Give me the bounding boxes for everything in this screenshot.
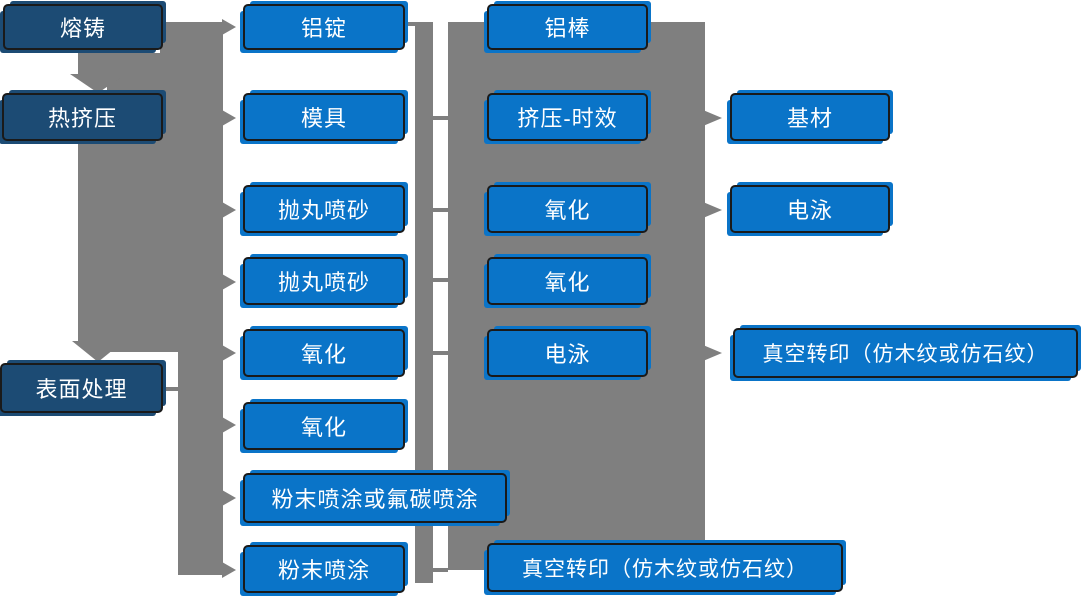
node-jicai[interactable]: 基材 <box>730 93 890 141</box>
node-lvding[interactable]: 铝锭 <box>243 4 405 50</box>
node-jiya-shixiao[interactable]: 挤压-时效 <box>487 93 648 141</box>
node-dianyong-1[interactable]: 电泳 <box>487 329 648 377</box>
node-zhenkong-1[interactable]: 真空转印（仿木纹或仿石纹） <box>733 328 1078 378</box>
node-biaomianchuli[interactable]: 表面处理 <box>0 363 163 413</box>
node-yanghua-1[interactable]: 氧化 <box>243 329 405 377</box>
node-yanghua-4[interactable]: 氧化 <box>487 257 648 305</box>
panel-right-arrows <box>703 110 722 361</box>
node-lvbang[interactable]: 铝棒 <box>487 4 648 50</box>
biaomianchuli-trunk-link <box>163 387 179 391</box>
node-rongzhu[interactable]: 熔铸 <box>3 4 163 50</box>
trunk-right-arrows <box>222 19 236 578</box>
middle-rail-connector <box>405 22 448 583</box>
node-yanghua-3[interactable]: 氧化 <box>487 185 648 233</box>
node-muju[interactable]: 模具 <box>243 93 405 141</box>
down-arrow-rongzhu-rejiya <box>70 48 126 93</box>
node-dianyong-2[interactable]: 电泳 <box>730 185 890 233</box>
node-fenmo-futan[interactable]: 粉末喷涂或氟碳喷涂 <box>243 473 507 523</box>
node-paowanpensha-1[interactable]: 抛丸喷砂 <box>243 185 405 233</box>
node-zhenkong-2[interactable]: 真空转印（仿木纹或仿石纹） <box>487 543 843 592</box>
node-fenmo[interactable]: 粉末喷涂 <box>243 545 405 593</box>
node-yanghua-2[interactable]: 氧化 <box>243 402 405 450</box>
node-paowanpensha-2[interactable]: 抛丸喷砂 <box>243 257 405 305</box>
down-arrow-rejiya-biaomianchuli <box>72 143 124 362</box>
node-rejiya[interactable]: 热挤压 <box>2 93 163 141</box>
